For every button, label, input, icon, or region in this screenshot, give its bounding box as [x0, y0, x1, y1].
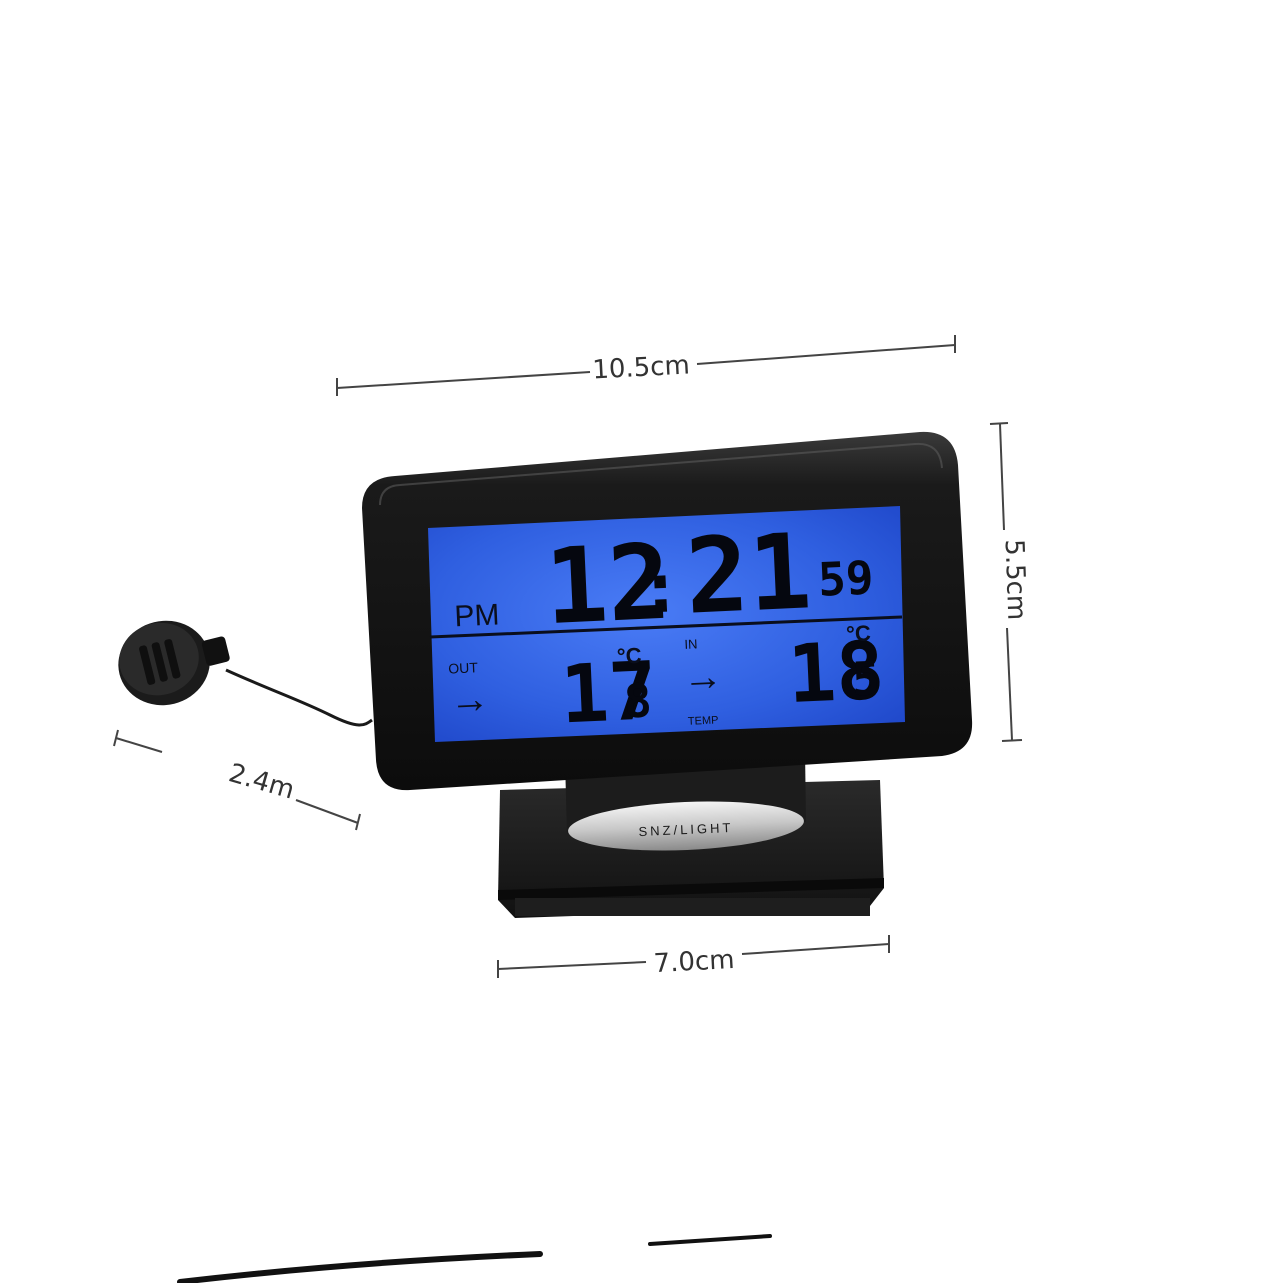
out-label: OUT: [448, 659, 479, 676]
out-arrow: →: [449, 677, 491, 723]
sensor-cable: [225, 668, 373, 727]
snooze-light-label: SNZ/LIGHT: [638, 820, 733, 839]
cable-label: 2.4m: [225, 758, 297, 805]
height-label: 5.5cm: [999, 539, 1032, 621]
in-label: IN: [684, 636, 698, 652]
snooze-light-button[interactable]: SNZ/LIGHT: [567, 797, 805, 855]
meridiem-indicator: PM: [454, 598, 500, 633]
base-dimension: 7.0cm: [497, 935, 890, 979]
temperature-sensor-probe: [118, 620, 230, 706]
out-temp-decimal: 8: [623, 673, 653, 728]
in-temp-decimal: 5: [851, 651, 881, 706]
cable-dimension: 2.4m: [113, 729, 361, 831]
lcd-screen: [428, 506, 905, 742]
hours-digits: 12: [542, 521, 673, 649]
base-label: 7.0cm: [653, 945, 735, 979]
time-readout: PM 12 : 21 59: [454, 510, 875, 649]
out-temp-unit: °C: [616, 643, 642, 669]
out-temp-integer: 17: [558, 644, 658, 741]
temp-label: TEMP: [688, 714, 719, 727]
width-label: 10.5cm: [592, 350, 691, 385]
floor-reflection: [177, 1234, 772, 1283]
in-arrow: →: [682, 654, 724, 700]
in-temp-integer: 18: [786, 624, 886, 721]
in-temp-unit: °C: [846, 620, 872, 646]
width-dimension: 10.5cm: [336, 335, 956, 396]
temperature-readout: OUT → 17 °C 8 IN → TEMP 18 °C 5: [448, 620, 886, 741]
minutes-digits: 21: [683, 510, 814, 638]
height-dimension: 5.5cm: [989, 422, 1032, 742]
time-colon: :: [637, 546, 683, 630]
seconds-digits: 59: [817, 550, 875, 606]
